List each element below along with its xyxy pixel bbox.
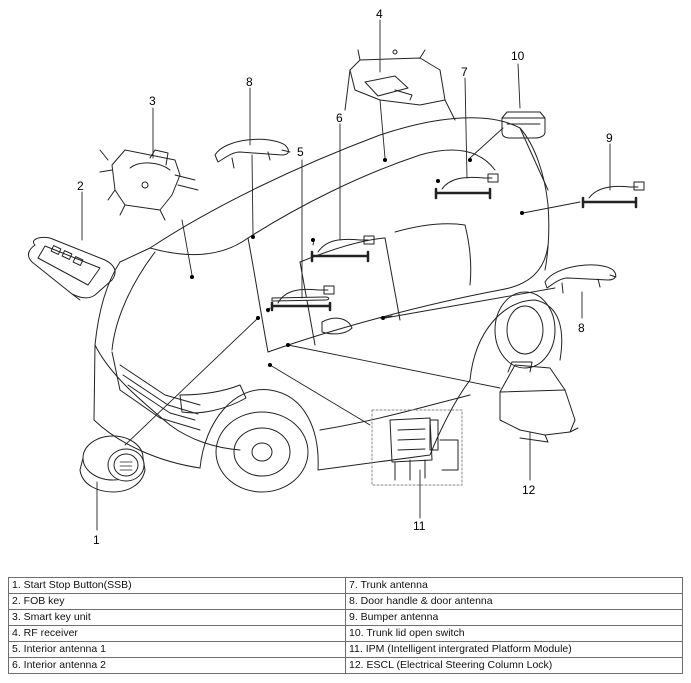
callout-8-top: 8 <box>246 75 253 89</box>
callout-7: 7 <box>461 65 468 79</box>
callout-2: 2 <box>77 179 84 193</box>
callout-11: 11 <box>413 519 426 533</box>
leader-lines <box>81 19 611 531</box>
door-handle-top-illustration <box>214 138 291 169</box>
legend-item: 5. Interior antenna 1 <box>8 641 346 658</box>
legend-item: 9. Bumper antenna <box>345 609 683 626</box>
start-stop-button-illustration <box>79 435 146 493</box>
callout-dots <box>190 158 524 367</box>
smart-key-unit-illustration <box>99 149 199 221</box>
legend-item: 6. Interior antenna 2 <box>8 657 346 674</box>
legend-row: 4. RF receiver 10. Trunk lid open switch <box>8 625 683 642</box>
legend-row: 3. Smart key unit 9. Bumper antenna <box>8 609 683 626</box>
legend-item: 11. IPM (Intelligent intergrated Platfor… <box>345 641 683 658</box>
legend-item: 1. Start Stop Button(SSB) <box>8 577 346 594</box>
callout-1: 1 <box>93 533 100 547</box>
legend-row: 1. Start Stop Button(SSB) 7. Trunk anten… <box>8 577 683 594</box>
door-handle-right-illustration <box>544 264 617 294</box>
callout-5: 5 <box>297 145 304 159</box>
callout-8-right: 8 <box>578 321 585 335</box>
ipm-illustration <box>371 409 463 486</box>
callout-12: 12 <box>522 483 536 497</box>
legend-item: 8. Door handle & door antenna <box>345 593 683 610</box>
legend-item: 10. Trunk lid open switch <box>345 625 683 642</box>
callout-3: 3 <box>149 94 156 108</box>
legend-row: 5. Interior antenna 1 11. IPM (Intellige… <box>8 641 683 658</box>
legend-item: 3. Smart key unit <box>8 609 346 626</box>
legend-item: 12. ESCL (Electrical Steering Column Loc… <box>345 657 683 674</box>
bumper-antenna-illustration <box>581 181 645 209</box>
component-legend-table: 1. Start Stop Button(SSB) 7. Trunk anten… <box>8 577 683 674</box>
callout-6: 6 <box>336 111 343 125</box>
trunk-antenna-illustration <box>434 173 499 200</box>
legend-item: 2. FOB key <box>8 593 346 610</box>
callout-4: 4 <box>376 7 383 21</box>
legend-row: 2. FOB key 8. Door handle & door antenna <box>8 593 683 610</box>
car-illustration <box>93 117 563 493</box>
fob-key-illustration <box>27 237 116 301</box>
legend-row: 6. Interior antenna 2 12. ESCL (Electric… <box>8 657 683 674</box>
legend-item: 4. RF receiver <box>8 625 346 642</box>
callout-labels: 1 2 3 4 5 6 7 8 8 9 10 11 12 <box>77 7 613 547</box>
interior-antenna-2-illustration <box>310 235 375 263</box>
rf-receiver-illustration <box>344 49 456 121</box>
legend-item: 7. Trunk antenna <box>345 577 683 594</box>
trunk-lid-switch-illustration <box>501 111 546 139</box>
interior-antenna-1-illustration <box>270 285 335 312</box>
callout-9: 9 <box>606 131 613 145</box>
callout-10: 10 <box>511 49 525 63</box>
escl-illustration <box>499 361 579 443</box>
component-location-diagram: 1 2 3 4 5 6 7 8 8 9 10 11 12 <box>27 7 645 547</box>
